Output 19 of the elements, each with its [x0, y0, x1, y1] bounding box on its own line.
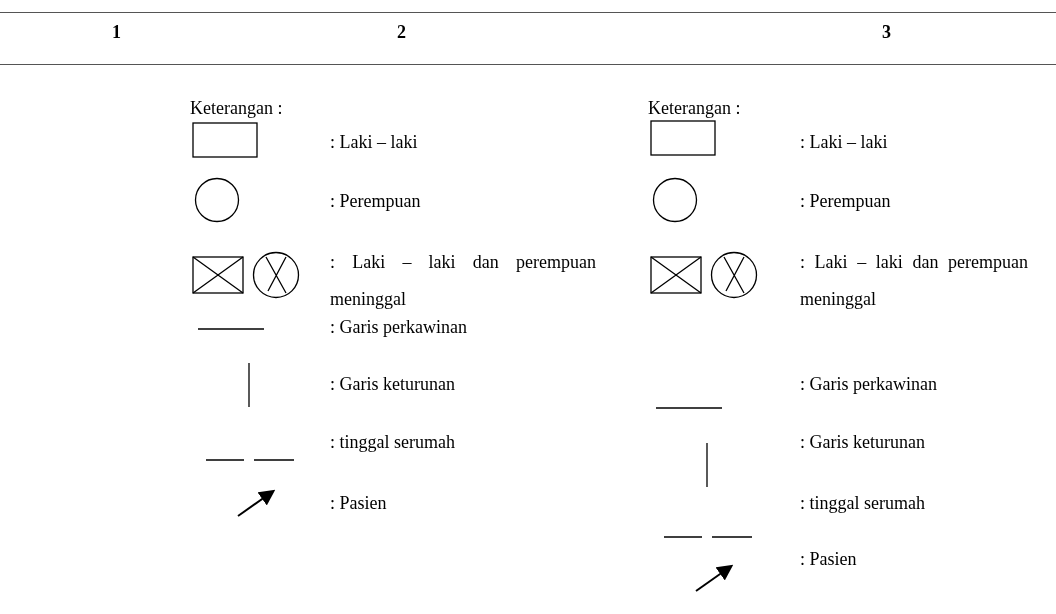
- legend-heading: Keterangan :: [190, 97, 283, 120]
- legend-label: : tinggal serumah: [800, 492, 925, 515]
- column-number: 1: [112, 21, 121, 44]
- legend-heading: Keterangan :: [648, 97, 741, 120]
- legend-label: : Laki – laki dan perempuan meninggal: [330, 251, 596, 311]
- legend-label: : Garis keturunan: [800, 431, 925, 454]
- column-number: 2: [397, 21, 406, 44]
- legend-label: : Garis perkawinan: [330, 316, 467, 339]
- legend-label: : Garis keturunan: [330, 373, 455, 396]
- legend-label: : Garis perkawinan: [800, 373, 937, 396]
- legend-label: : Pasien: [330, 492, 387, 515]
- legend-label: : Perempuan: [800, 190, 891, 213]
- legend-label: : Laki – laki: [330, 131, 418, 154]
- legend-label: : Laki – laki dan perempuan meninggal: [800, 251, 1028, 311]
- legend-label: : Pasien: [800, 548, 857, 571]
- legend-label: : Perempuan: [330, 190, 421, 213]
- legend-label: : Laki – laki: [800, 131, 888, 154]
- legend-label: : tinggal serumah: [330, 431, 455, 454]
- column-number: 3: [882, 21, 891, 44]
